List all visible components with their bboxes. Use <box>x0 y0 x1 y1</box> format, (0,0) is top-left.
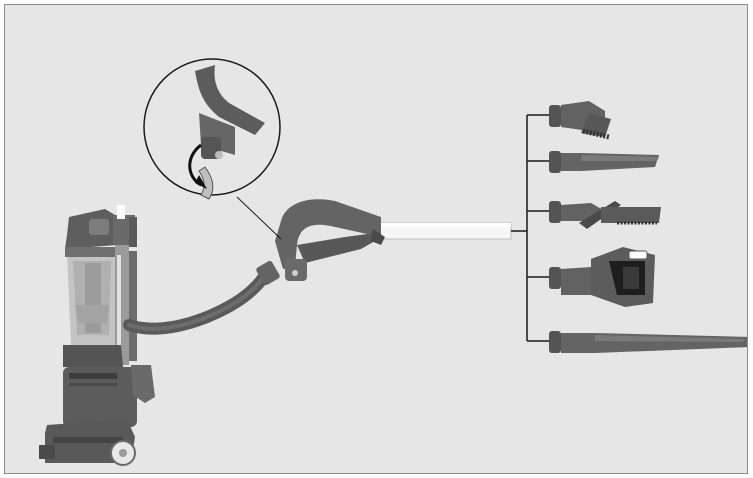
flexible-hose-icon <box>123 260 280 335</box>
extension-crevice-tool-icon <box>549 331 747 353</box>
release-clip-detail-icon <box>143 58 282 240</box>
diagram-frame <box>4 4 748 474</box>
upholstery-tool-icon <box>549 201 661 229</box>
accessory-diagram <box>39 58 747 466</box>
bracket-connector-icon <box>511 114 549 342</box>
handle-wand-icon <box>275 199 512 281</box>
dusting-brush-icon <box>549 101 611 140</box>
turbo-brush-icon <box>549 247 655 307</box>
crevice-tool-icon <box>549 151 659 173</box>
upright-vacuum-icon <box>39 205 155 466</box>
